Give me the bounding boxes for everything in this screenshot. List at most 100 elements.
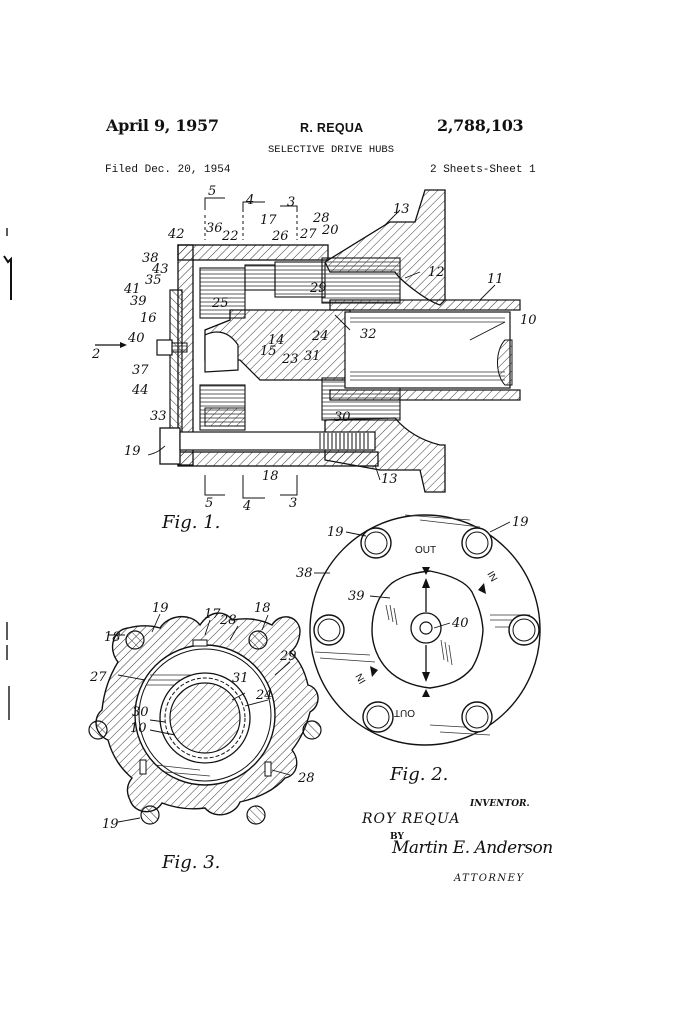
fig2-leaders bbox=[314, 521, 511, 629]
label-13-top: 13 bbox=[393, 202, 410, 217]
label-19: 19 bbox=[124, 444, 141, 459]
bolt-head-inner bbox=[465, 531, 489, 555]
label-43: 43 bbox=[151, 262, 169, 277]
screw-40 bbox=[156, 339, 173, 356]
inventor-name: ROY REQUA bbox=[362, 811, 461, 827]
label-26: 26 bbox=[271, 229, 289, 244]
ring-29 bbox=[138, 648, 272, 782]
marking-out-top: OUT bbox=[415, 545, 436, 556]
label-18: 18 bbox=[262, 469, 279, 484]
sheet-count: 2 Sheets-Sheet 1 bbox=[430, 164, 536, 176]
label-16: 16 bbox=[140, 311, 157, 326]
label-10: 10 bbox=[520, 313, 537, 328]
tube-11-lower bbox=[329, 389, 521, 401]
fig2-label-39: 39 bbox=[348, 589, 365, 604]
label-38: 38 bbox=[142, 251, 159, 266]
key-28-top bbox=[192, 639, 208, 647]
figure-2-caption: Fig. 2. bbox=[389, 764, 448, 785]
bolt-hole-19 bbox=[125, 630, 145, 650]
pointer-out-bottom bbox=[422, 689, 430, 697]
label-32: 32 bbox=[360, 327, 377, 342]
bolt-hole bbox=[302, 720, 322, 740]
label-37: 37 bbox=[132, 363, 149, 378]
fig3-label-18-right: 18 bbox=[254, 601, 271, 616]
label-section-5-top: 5 bbox=[208, 184, 216, 199]
patent-date: April 9, 1957 bbox=[106, 116, 219, 135]
label-36: 36 bbox=[206, 221, 223, 236]
bearing-race bbox=[321, 257, 401, 304]
fig3-label-27: 27 bbox=[89, 670, 107, 685]
inventor-heading: INVENTOR. bbox=[470, 799, 530, 809]
clutch-27 bbox=[274, 261, 326, 298]
fig3-leaders bbox=[108, 613, 291, 823]
fig3-label-17: 17 bbox=[204, 607, 221, 622]
label-11: 11 bbox=[487, 272, 504, 287]
label-28: 28 bbox=[312, 211, 330, 226]
rollers-31 bbox=[164, 677, 246, 759]
figure-3-cross-section: 19 17 28 18 18 29 27 31 24 30 10 28 19 F… bbox=[88, 601, 322, 873]
key-28-left bbox=[139, 759, 147, 775]
fig3-label-30: 30 bbox=[132, 705, 149, 720]
bolt-head-inner bbox=[366, 705, 390, 729]
label-44: 44 bbox=[131, 383, 149, 398]
fig2-label-19-left: 19 bbox=[327, 525, 344, 540]
fig3-label-10: 10 bbox=[130, 721, 147, 736]
section-lines-top bbox=[204, 197, 298, 240]
knob-39 bbox=[169, 289, 183, 441]
nut-15 bbox=[204, 331, 239, 373]
leader-lines bbox=[147, 209, 506, 481]
figure-1-caption: Fig. 1. bbox=[161, 512, 220, 533]
fig3-bolt-holes bbox=[88, 630, 322, 825]
fig3-label-31: 31 bbox=[232, 671, 249, 686]
margin-mark bbox=[3, 255, 12, 300]
label-section-5-bottom: 5 bbox=[205, 496, 213, 511]
pointer-out-top bbox=[422, 567, 430, 575]
label-25: 25 bbox=[211, 296, 229, 311]
label-14: 14 bbox=[268, 333, 285, 348]
axle-10 bbox=[344, 311, 511, 389]
patent-title: SELECTIVE DRIVE HUBS bbox=[268, 144, 395, 156]
arrowhead-down bbox=[422, 672, 430, 682]
label-23: 23 bbox=[281, 352, 299, 367]
fig3-label-24: 24 bbox=[255, 688, 273, 703]
label-12: 12 bbox=[428, 265, 445, 280]
inventor-surname: R. REQUA bbox=[300, 121, 364, 135]
bolt-head-19 bbox=[159, 427, 181, 465]
label-29: 29 bbox=[309, 281, 327, 296]
fig2-label-38: 38 bbox=[296, 566, 313, 581]
fig3-label-19-bottom: 19 bbox=[102, 817, 119, 832]
shell-17-top bbox=[177, 244, 329, 261]
fig3-label-18-left: 18 bbox=[104, 630, 121, 645]
label-section-3-top: 3 bbox=[287, 195, 295, 210]
bolt-head-inner bbox=[512, 618, 536, 642]
marking-out-bottom: OUT bbox=[394, 707, 415, 718]
bolt-shank-19 bbox=[179, 431, 376, 451]
label-view-2: 2 bbox=[91, 347, 100, 362]
patent-number: 2,788,103 bbox=[437, 116, 524, 135]
label-22: 22 bbox=[221, 229, 239, 244]
screw-40-thread bbox=[171, 342, 188, 353]
label-20: 20 bbox=[321, 223, 339, 238]
bolt-head-inner bbox=[364, 531, 388, 555]
key-28-right bbox=[264, 761, 272, 777]
fig2-label-40: 40 bbox=[451, 616, 469, 631]
label-41: 41 bbox=[123, 282, 141, 297]
fig2-label-19-right: 19 bbox=[512, 515, 529, 530]
pointer-in-right bbox=[478, 583, 486, 594]
bolt-hole-18 bbox=[248, 630, 268, 650]
figure-2-end-view: OUT OUT IN IN 19 19 38 39 40 Fig. 2. bbox=[296, 514, 541, 785]
label-39: 39 bbox=[130, 294, 147, 309]
section-lines-bottom bbox=[204, 475, 298, 499]
filing-date: Filed Dec. 20, 1954 bbox=[105, 164, 231, 176]
fig3-label-28-right: 28 bbox=[297, 771, 315, 786]
fig3-label-29: 29 bbox=[279, 649, 297, 664]
marking-in-left: IN bbox=[354, 671, 369, 685]
bolt-head-inner bbox=[317, 618, 341, 642]
ring-33 bbox=[204, 407, 246, 427]
by-label: BY bbox=[390, 832, 404, 842]
label-24: 24 bbox=[311, 329, 329, 344]
screw-40-head bbox=[419, 621, 433, 635]
pointer-in-left bbox=[370, 666, 378, 677]
figure-3-caption: Fig. 3. bbox=[161, 852, 220, 873]
